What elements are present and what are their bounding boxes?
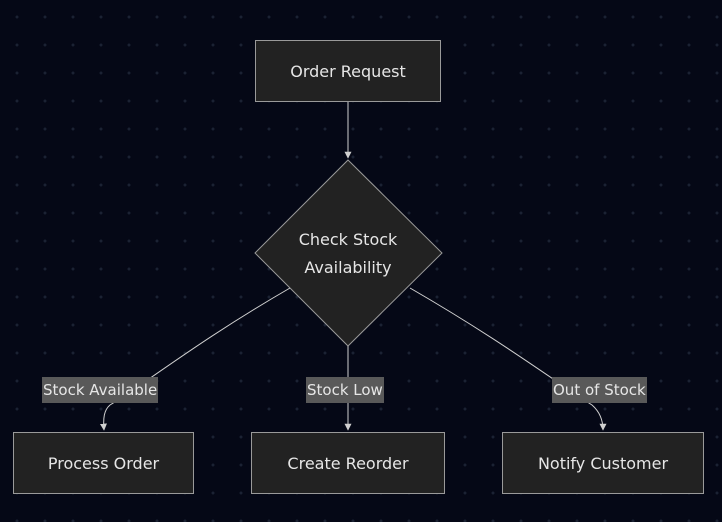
edge-label-stock-low: Stock Low (306, 377, 384, 403)
node-create-reorder-label: Create Reorder (287, 453, 409, 473)
edge-label-stock-available: Stock Available (42, 377, 159, 403)
node-notify-customer-label: Notify Customer (537, 453, 669, 473)
node-process-order-label: Process Order (47, 453, 160, 473)
decision-label-line-1: Check Stock (298, 230, 398, 249)
node-process-order[interactable]: Process Order (13, 432, 194, 494)
node-create-reorder[interactable]: Create Reorder (251, 432, 445, 494)
node-notify-customer[interactable]: Notify Customer (502, 432, 704, 494)
edge-out-of-stock (409, 287, 607, 431)
node-order-request-label: Order Request (290, 61, 406, 81)
decision-label: Check Stock Availability (268, 226, 428, 282)
decision-label-line-2: Availability (304, 258, 392, 277)
edge-stock-available (99, 287, 291, 431)
node-order-request[interactable]: Order Request (255, 40, 441, 102)
edge-label-out-of-stock: Out of Stock (552, 377, 647, 403)
